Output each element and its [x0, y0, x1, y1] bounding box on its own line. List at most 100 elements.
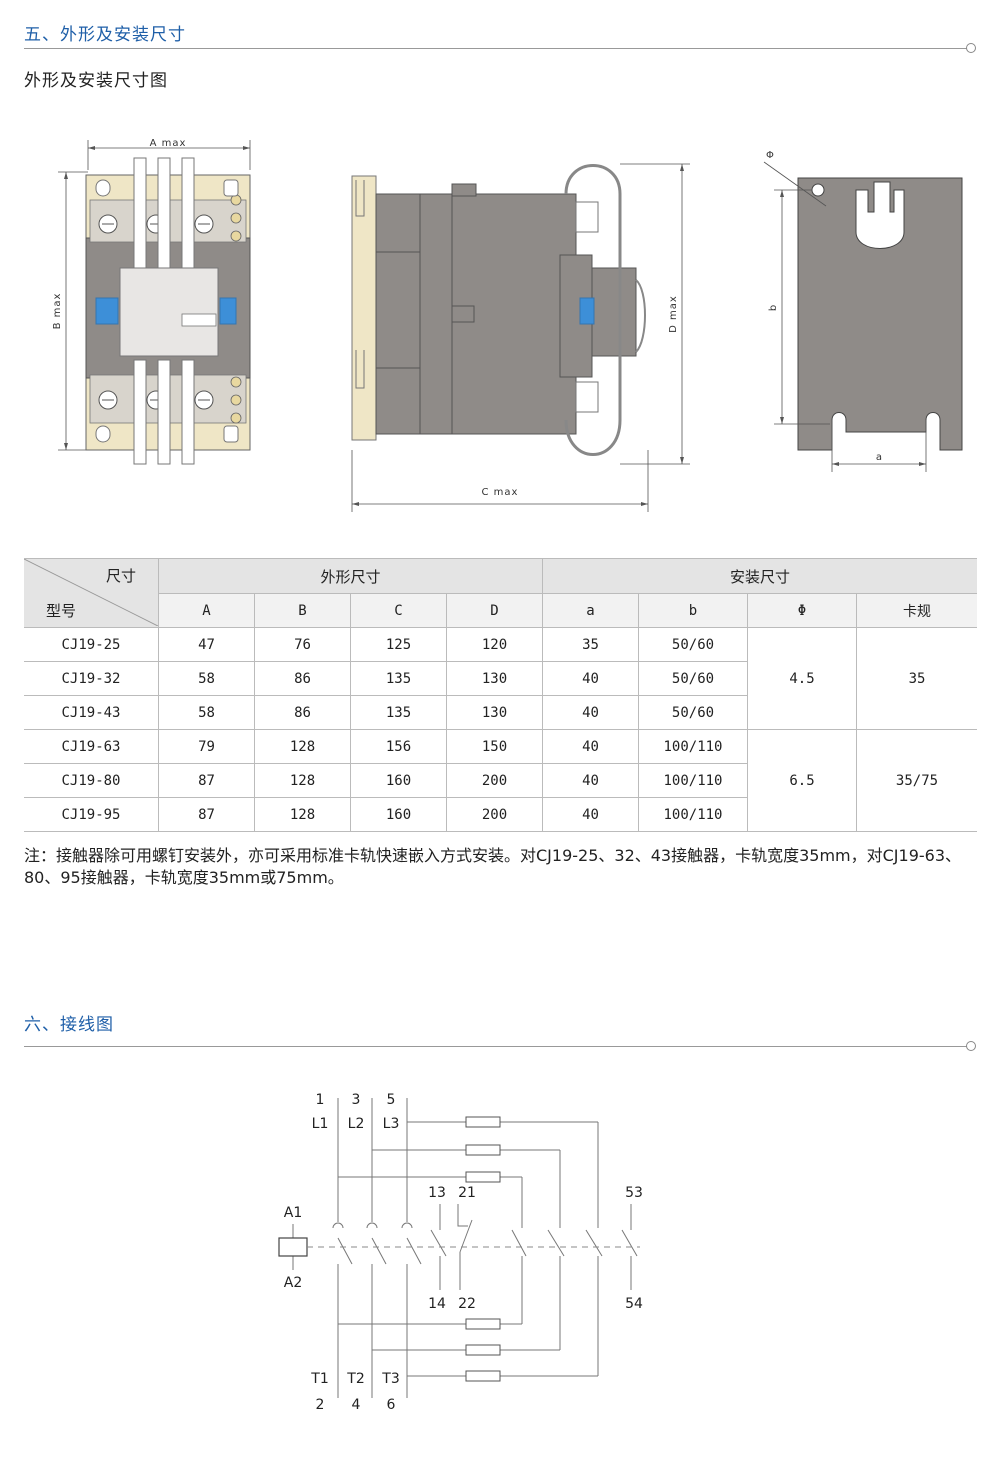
cell-b: 100/110	[638, 797, 748, 832]
aux-53-label: 53	[625, 1185, 643, 1201]
cell-a: 40	[542, 797, 639, 832]
table-row: CJ19-63 79 128 156 150 40 100/110 6.5 35…	[24, 729, 977, 832]
cell-b: 100/110	[638, 729, 748, 764]
table-row: CJ19-25 47 76 125 120 35 50/60 4.5 35	[24, 627, 977, 730]
cell-a: 40	[542, 661, 639, 696]
mounting-plate-view: Φ b a	[763, 150, 963, 472]
terminal-num-4: 4	[352, 1397, 361, 1413]
spec-table: 尺寸 型号 外形尺寸 安装尺寸 A B C D a b Φ 卡规 CJ19-25…	[24, 558, 977, 832]
col-header-a: a	[542, 593, 639, 628]
cell-C: 135	[350, 695, 447, 730]
cell-rail-group2: 35/75	[856, 729, 977, 832]
cell-model: CJ19-32	[24, 661, 159, 696]
coil-symbol	[278, 1237, 308, 1257]
cell-A: 58	[158, 695, 255, 730]
col-header-phi: Φ	[747, 593, 857, 628]
corner-diagonal	[24, 559, 158, 626]
corner-bottom-label: 型号	[46, 602, 77, 620]
resistor	[465, 1171, 501, 1183]
cell-b: 100/110	[638, 763, 748, 798]
terminal-num-1: 1	[316, 1092, 325, 1108]
cell-D: 130	[446, 661, 543, 696]
cell-D: 200	[446, 797, 543, 832]
aux-13-label: 13	[428, 1185, 446, 1201]
plate-height-label: b	[768, 305, 779, 311]
coil-a1-label: A1	[284, 1205, 302, 1221]
group-mount-header: 安装尺寸	[542, 558, 977, 594]
terminal-L1: L1	[312, 1116, 329, 1132]
cell-rail-group1: 35	[856, 627, 977, 730]
section6-rule-dot	[966, 1041, 976, 1051]
section6-title: 六、接线图	[24, 1015, 114, 1035]
cell-phi-group2: 6.5	[747, 729, 857, 832]
installation-note: 注：接触器除可用螺钉安装外，亦可采用标准卡轨快速嵌入方式安装。对CJ19-25、…	[24, 846, 962, 887]
col-header-B: B	[254, 593, 351, 628]
aux-54-label: 54	[625, 1296, 643, 1312]
terminal-T2: T2	[346, 1371, 364, 1387]
cell-a: 40	[542, 695, 639, 730]
cell-a: 40	[542, 729, 639, 764]
section5-rule	[24, 48, 968, 49]
cell-b: 50/60	[638, 695, 748, 730]
cell-B: 76	[254, 627, 351, 662]
cell-model: CJ19-25	[24, 627, 159, 662]
terminal-num-3: 3	[352, 1092, 361, 1108]
group-outline-header: 外形尺寸	[158, 558, 543, 594]
aux-22-label: 22	[458, 1296, 476, 1312]
section5-subtitle: 外形及安装尺寸图	[24, 71, 168, 91]
front-width-label: A max	[150, 138, 187, 149]
front-view: A max B max	[52, 138, 251, 465]
aux-21-label: 21	[458, 1185, 476, 1201]
col-header-A: A	[158, 593, 255, 628]
cell-a: 40	[542, 763, 639, 798]
section5-rule-dot	[966, 43, 976, 53]
cell-D: 120	[446, 627, 543, 662]
section6-rule	[24, 1046, 968, 1047]
cell-B: 86	[254, 695, 351, 730]
table-row: CJ19-95 87 128 160 200 40 100/110	[24, 797, 977, 832]
cell-C: 125	[350, 627, 447, 662]
resistor	[465, 1344, 501, 1356]
col-header-b: b	[638, 593, 748, 628]
section5-title: 五、外形及安装尺寸	[24, 25, 186, 45]
col-header-rail: 卡规	[856, 593, 977, 628]
cell-B: 128	[254, 797, 351, 832]
table-row: CJ19-32 58 86 135 130 40 50/60	[24, 661, 977, 696]
resistor	[465, 1370, 501, 1382]
cell-B: 86	[254, 661, 351, 696]
table-row: CJ19-80 87 128 160 200 40 100/110	[24, 763, 977, 798]
cell-model: CJ19-63	[24, 729, 159, 764]
coil-a2-label: A2	[284, 1275, 302, 1291]
plate-width-label: a	[876, 452, 882, 463]
terminal-num-2: 2	[316, 1397, 325, 1413]
aux-14-label: 14	[428, 1296, 446, 1312]
cell-A: 47	[158, 627, 255, 662]
front-height-label: B max	[52, 293, 63, 330]
cell-C: 160	[350, 797, 447, 832]
cell-A: 58	[158, 661, 255, 696]
table-corner: 尺寸 型号	[24, 558, 159, 628]
side-view: C max D max	[351, 163, 690, 512]
side-depth-label: C max	[482, 487, 519, 498]
cell-D: 200	[446, 763, 543, 798]
col-header-D: D	[446, 593, 543, 628]
cell-A: 79	[158, 729, 255, 764]
cell-C: 135	[350, 661, 447, 696]
cell-D: 150	[446, 729, 543, 764]
cell-A: 87	[158, 763, 255, 798]
resistor	[465, 1144, 501, 1156]
cell-phi-group1: 4.5	[747, 627, 857, 730]
terminal-num-6: 6	[387, 1397, 396, 1413]
cell-model: CJ19-80	[24, 763, 159, 798]
cell-b: 50/60	[638, 627, 748, 662]
terminal-L3: L3	[383, 1116, 400, 1132]
hole-label: Φ	[766, 150, 774, 161]
dimension-drawing: A max B max	[52, 138, 963, 512]
terminal-L2: L2	[348, 1116, 365, 1132]
cell-C: 160	[350, 763, 447, 798]
wiring-diagram: 1 3 5 L1 L2 L3 T1 T2 T3 2 4 6 A1 A2 13 2…	[278, 1092, 643, 1413]
terminal-T1: T1	[310, 1371, 328, 1387]
resistor	[465, 1318, 501, 1330]
terminal-T3: T3	[381, 1371, 399, 1387]
cell-model: CJ19-43	[24, 695, 159, 730]
